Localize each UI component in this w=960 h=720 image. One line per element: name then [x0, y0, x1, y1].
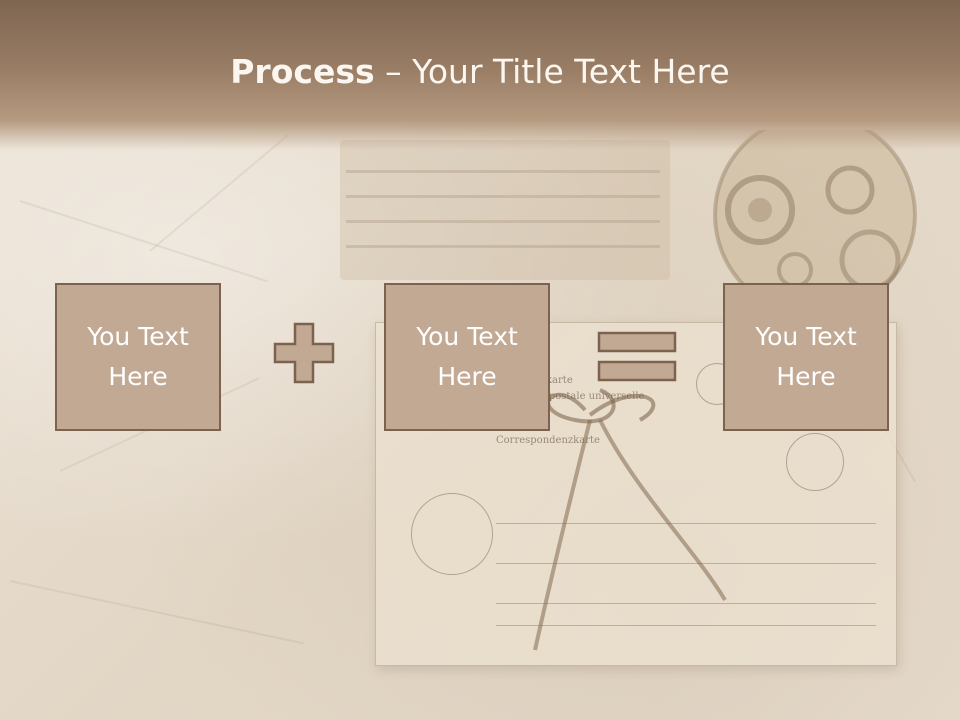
text-box-2: You Text Here: [384, 283, 550, 431]
text-box-3-label: You Text Here: [755, 322, 857, 391]
title-bold: Process: [230, 52, 375, 91]
paper-crease: [9, 580, 304, 645]
paper-crease: [19, 200, 268, 283]
twine-bow-image: [533, 388, 727, 651]
title-band: [0, 0, 960, 150]
text-box-1-label: You Text Here: [87, 322, 189, 391]
text-box-1: You Text Here: [55, 283, 221, 431]
folded-papers-image: [340, 140, 670, 280]
text-box-3: You Text Here: [723, 283, 889, 431]
paper-crease: [149, 134, 289, 252]
plus-icon: [273, 322, 335, 384]
text-box-2-label: You Text Here: [416, 322, 518, 391]
equals-icon: [597, 331, 677, 382]
title-rest: – Your Title Text Here: [374, 52, 730, 91]
slide-title: Process – Your Title Text Here: [0, 52, 960, 91]
